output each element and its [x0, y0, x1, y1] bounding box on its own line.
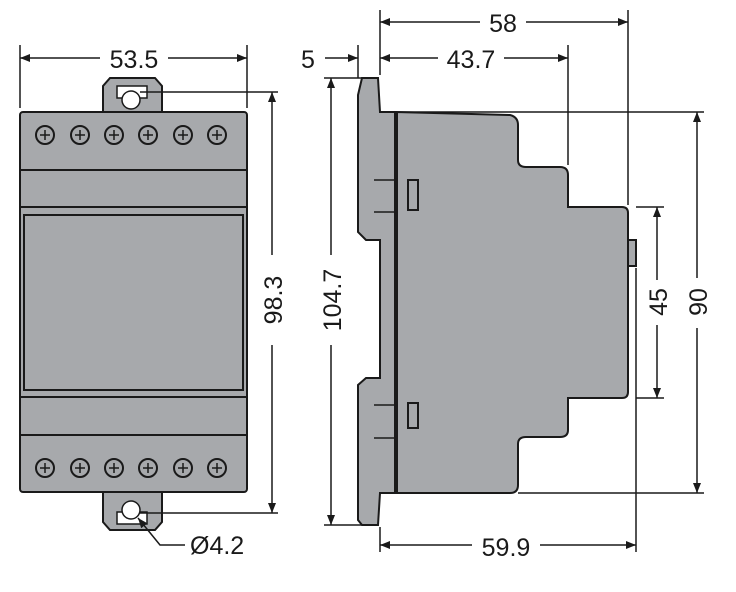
screw-icon — [70, 458, 90, 478]
dim-side-depth-total: 58 — [489, 10, 517, 38]
dim-side-height-total: 104.7 — [319, 269, 347, 332]
bottom-terminal-screws — [35, 458, 227, 478]
dim-side-depth-inner: 43.7 — [447, 46, 496, 74]
top-terminal-screws — [35, 125, 227, 145]
dim-side-depth-bottom: 59.9 — [482, 534, 531, 562]
latch-slot-top — [407, 179, 419, 211]
latch-slot-bottom — [407, 402, 419, 429]
dim-side-body-height: 90 — [685, 288, 713, 316]
side-housing — [395, 110, 629, 494]
screw-icon — [207, 458, 227, 478]
screw-icon — [35, 458, 55, 478]
screw-icon — [104, 125, 124, 145]
display-window — [23, 214, 244, 391]
screw-icon — [173, 125, 193, 145]
dim-front-width: 53.5 — [110, 46, 159, 74]
screw-icon — [207, 125, 227, 145]
screw-icon — [35, 125, 55, 145]
screw-icon — [138, 125, 158, 145]
front-knob — [627, 239, 637, 267]
dim-front-height: 98.3 — [260, 276, 288, 325]
side-view: 58 5 43.7 104.7 45 90 59.9 — [301, 10, 713, 562]
front-view: 53.5 98.3 Ø4.2 — [19, 45, 288, 560]
screw-icon — [70, 125, 90, 145]
din-rail-clip — [357, 77, 397, 526]
screw-icon — [138, 458, 158, 478]
screw-icon — [173, 458, 193, 478]
screw-icon — [104, 458, 124, 478]
dim-side-offset: 5 — [301, 46, 315, 74]
dim-hole-diameter: Ø4.2 — [190, 532, 244, 560]
dim-side-step-height: 45 — [645, 288, 673, 316]
